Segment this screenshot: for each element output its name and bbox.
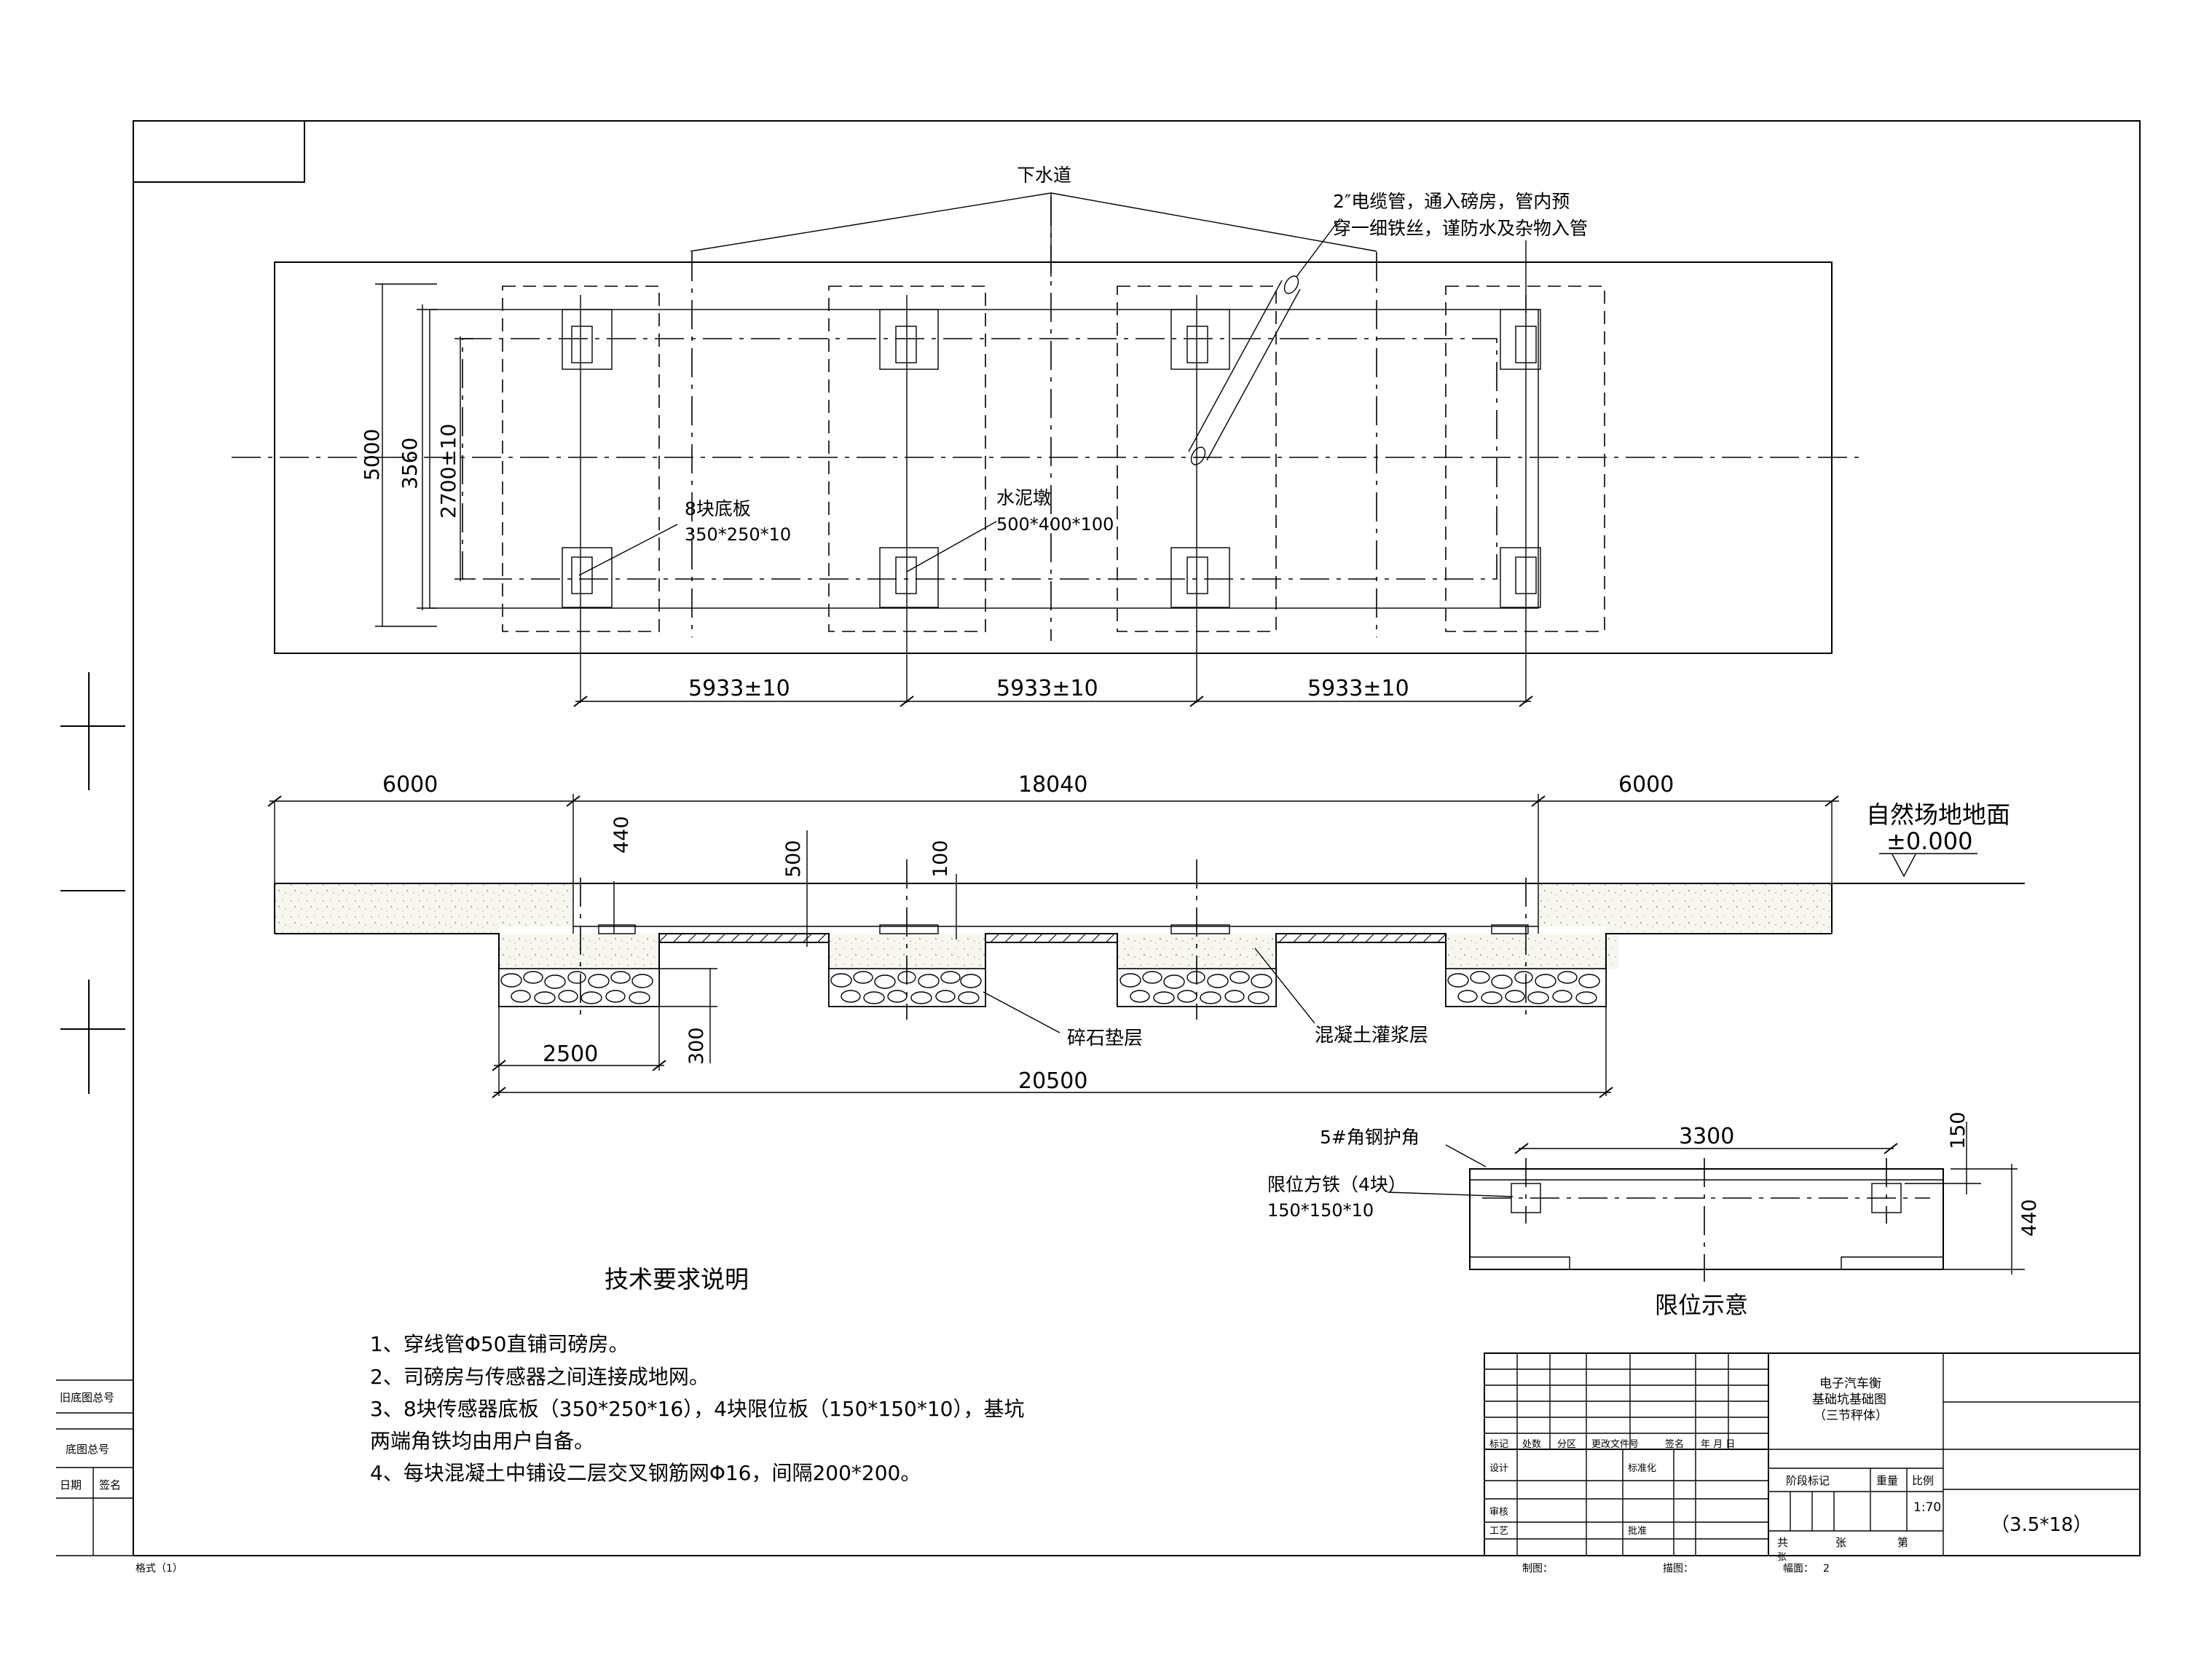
tb-hdr-sign: 签名 — [1665, 1438, 1684, 1450]
dim-span-1: 5933±10 — [688, 676, 790, 701]
section-dim-2500: 2500 — [543, 1041, 598, 1067]
dim-2700: 2700±10 — [436, 424, 460, 519]
side-label-old-drawing: 旧底图总号 — [60, 1391, 114, 1404]
notes-title: 技术要求说明 — [605, 1265, 749, 1293]
dim-span-2: 5933±10 — [996, 676, 1098, 701]
label-cable-line2: 穿一细铁丝，谨防水及杂物入管 — [1333, 218, 1588, 239]
tb-title-line2: 基础坑基础图 — [1812, 1393, 1886, 1407]
tb-stage: 阶段标记 — [1786, 1474, 1830, 1487]
limit-dim-440: 440 — [2018, 1199, 2041, 1237]
side-label-sign: 签名 — [99, 1478, 121, 1492]
plan-view — [232, 192, 1865, 707]
tb-row-review: 审核 — [1489, 1507, 1508, 1518]
tb-scale: 1:70 — [1913, 1500, 1941, 1515]
label-pier-line2: 500*400*100 — [996, 514, 1114, 535]
dim-span-3: 5933±10 — [1307, 676, 1409, 701]
tb-trace: 描图： — [1663, 1563, 1693, 1575]
section-dim-left: 6000 — [382, 772, 438, 797]
tb-sheet-no: 第 — [1897, 1536, 1908, 1549]
section-dim-right: 6000 — [1618, 772, 1674, 797]
label-limit-block-line1: 限位方铁（4块） — [1267, 1174, 1406, 1195]
note-4: 4、每块混凝土中铺设二层交叉钢筋网Φ16，间隔200*200。 — [370, 1461, 921, 1485]
label-pier-line1: 水泥墩 — [996, 487, 1051, 508]
side-label-format: 格式（1） — [135, 1563, 183, 1575]
note-3b: 两端角铁均由用户自备。 — [370, 1429, 594, 1453]
tb-title-line1: 电子汽车衡 — [1819, 1376, 1881, 1391]
tb-sheet-total: 共 — [1777, 1536, 1788, 1549]
tb-model: （3.5*18） — [1991, 1514, 2092, 1536]
tb-sheet-label: 幅面： — [1783, 1563, 1814, 1575]
tb-row-process: 工艺 — [1489, 1526, 1508, 1537]
tb-hdr-mark: 标记 — [1489, 1439, 1508, 1450]
label-angle-iron: 5#角钢护角 — [1320, 1127, 1420, 1148]
tb-row-standard: 标准化 — [1628, 1463, 1656, 1474]
tb-copy: 制图： — [1522, 1563, 1553, 1575]
section-dim-500: 500 — [782, 840, 805, 878]
tb-weight: 重量 — [1876, 1474, 1898, 1487]
label-limit-block-line2: 150*150*10 — [1267, 1200, 1374, 1221]
tb-hdr-doc: 更改文件号 — [1591, 1439, 1639, 1450]
section-dim-100: 100 — [929, 840, 952, 878]
note-2: 2、司磅房与传感器之间连接成地网。 — [370, 1365, 709, 1389]
label-concrete: 混凝土灌浆层 — [1315, 1025, 1428, 1047]
limit-dim-150: 150 — [1947, 1111, 1969, 1149]
tb-hdr-zone: 分区 — [1557, 1439, 1576, 1450]
section-view — [267, 794, 2025, 1098]
note-1: 1、穿线管Φ50直铺司磅房。 — [370, 1332, 629, 1356]
side-label-date: 日期 — [60, 1478, 82, 1492]
tb-scale-label: 比例 — [1912, 1474, 1934, 1487]
dim-3560: 3560 — [398, 438, 422, 489]
limit-dim-3300: 3300 — [1679, 1124, 1734, 1149]
section-dim-440: 440 — [610, 816, 633, 854]
tb-hdr-count: 处数 — [1522, 1439, 1541, 1450]
label-cable-line1: 2″电缆管，通入磅房，管内预 — [1333, 191, 1570, 212]
section-dim-20500: 20500 — [1018, 1068, 1087, 1094]
drawing-frame — [56, 120, 2141, 1556]
label-base-plate-line1: 8块底板 — [685, 498, 751, 519]
note-3: 3、8块传感器底板（350*250*16），4块限位板（150*150*10），… — [370, 1397, 1024, 1421]
label-base-plate-line2: 350*250*10 — [685, 524, 791, 545]
tb-sheet-unit2: 张 — [1777, 1552, 1787, 1563]
dim-5000: 5000 — [360, 429, 384, 481]
tb-row-approve: 批准 — [1628, 1526, 1647, 1537]
label-drain: 下水道 — [1017, 165, 1071, 186]
side-label-drawing-no: 底图总号 — [66, 1443, 109, 1456]
tb-sheet-value: 2 — [1823, 1563, 1830, 1575]
section-dim-middle: 18040 — [1018, 772, 1087, 797]
label-gravel: 碎石垫层 — [1067, 1028, 1143, 1049]
limit-detail — [1387, 1122, 2025, 1282]
tb-hdr-date: 年 月 日 — [1701, 1439, 1735, 1450]
tb-sheet-unit: 张 — [1835, 1536, 1846, 1549]
limit-title: 限位示意 — [1655, 1291, 1748, 1319]
section-dim-300: 300 — [685, 1027, 708, 1065]
ground-label: 自然场地地面 — [1866, 800, 2010, 829]
title-block — [1484, 1352, 2141, 1556]
tb-row-design: 设计 — [1489, 1463, 1508, 1474]
ground-level: ±0.000 — [1886, 827, 1972, 855]
tb-title-line3: （三节秤体） — [1814, 1409, 1888, 1423]
